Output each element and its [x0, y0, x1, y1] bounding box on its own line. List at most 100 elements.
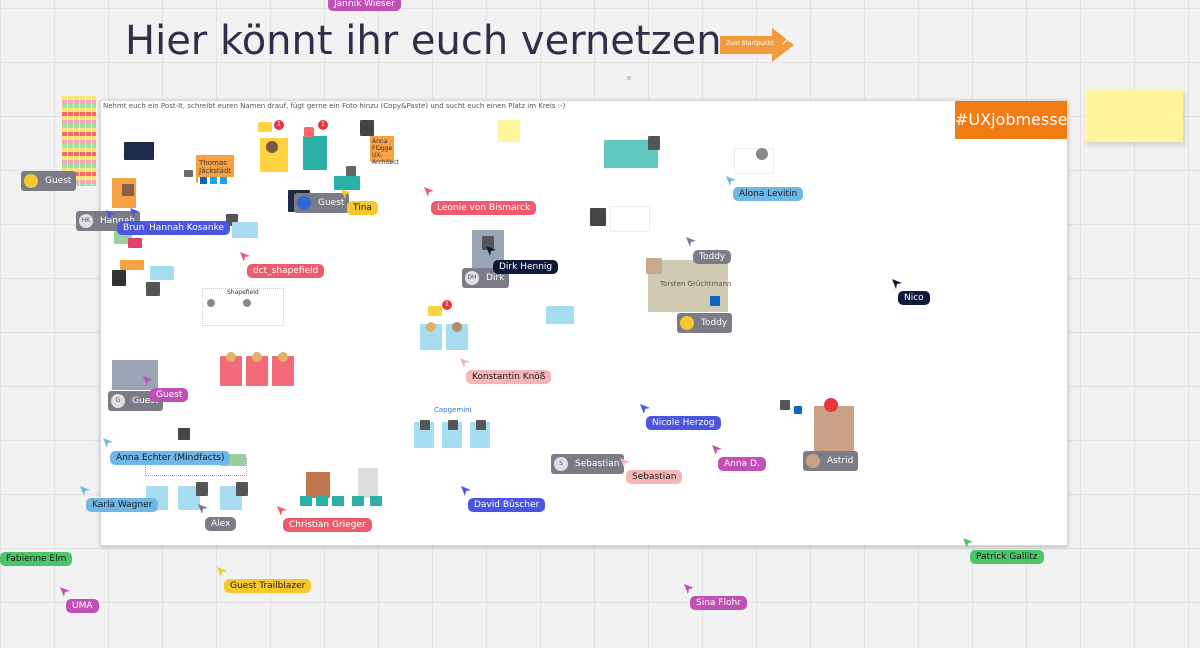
avatar-guest[interactable]: Guest: [294, 193, 350, 213]
twitter-icon[interactable]: [220, 177, 227, 184]
notification-badge: 1: [274, 120, 284, 130]
avatar-guest-g[interactable]: G Guest: [108, 391, 164, 411]
profile-photo: [278, 352, 288, 362]
profile-card[interactable]: [272, 356, 294, 386]
avatar-label: Guest: [132, 396, 159, 406]
profile-card[interactable]: [546, 306, 574, 324]
notification-badge: 1: [442, 300, 452, 310]
cursor-pointer-icon: [620, 458, 630, 468]
cursor-pointer-icon: [277, 506, 287, 516]
cursor-pointer-icon: [106, 210, 116, 220]
cursor-label: Alona Levitin: [733, 187, 804, 201]
profile-card[interactable]: [112, 360, 158, 390]
profile-card[interactable]: [178, 486, 200, 510]
cursor-pointer-icon: [424, 187, 434, 197]
profile-photo: [824, 398, 838, 412]
sticky-note[interactable]: [1085, 90, 1183, 142]
capgemini-logo: Capgemini: [434, 406, 472, 414]
profile-photo: [756, 148, 768, 160]
profile-card[interactable]: [150, 266, 174, 280]
avatar-sebastian[interactable]: S Sebastian: [551, 454, 625, 474]
profile-photo: [112, 270, 126, 286]
profile-card[interactable]: [352, 496, 364, 506]
profile-card[interactable]: [370, 496, 382, 506]
cursor-pointer-icon: [240, 252, 250, 262]
cursor-label: Anna D.: [718, 457, 766, 471]
card-title: Shapefield: [227, 289, 259, 296]
avatar-label: Toddy: [701, 318, 728, 328]
cursor-pointer-icon: [143, 376, 153, 386]
profile-photo: [346, 166, 356, 178]
profile-card[interactable]: [316, 496, 328, 506]
avatar-label: Guest: [318, 198, 345, 208]
profile-card[interactable]: [246, 356, 268, 386]
profile-photo: [226, 352, 236, 362]
avatar-toddy[interactable]: Toddy: [677, 313, 733, 333]
cursor-label: Patrick Gallitz: [970, 550, 1044, 564]
avatar-circle: [297, 196, 311, 210]
cursor-pointer-icon: [684, 584, 694, 594]
profile-card[interactable]: [734, 148, 774, 174]
hashtag-banner: #UXjobmesse: [955, 101, 1067, 139]
cursor-pointer-icon: [726, 176, 736, 186]
avatar-guest[interactable]: Guest: [21, 171, 77, 191]
shapefield-card[interactable]: Shapefield: [202, 288, 284, 326]
profile-card[interactable]: [232, 222, 258, 238]
cursor-label: Anna Echter (Mindfacts): [110, 451, 231, 465]
cursor-pointer-icon: [640, 404, 650, 414]
twitter-icon[interactable]: [210, 177, 217, 184]
profile-card[interactable]: [300, 496, 312, 506]
cursor-label: David Büscher: [468, 498, 546, 512]
profile-card[interactable]: [334, 176, 360, 190]
avatar-label: Sebastian: [575, 459, 620, 469]
profile-card[interactable]: [332, 496, 344, 506]
cursor-pointer-icon: [217, 567, 227, 577]
profile-card[interactable]: [124, 142, 154, 160]
avatar-astrid[interactable]: Astrid: [803, 451, 859, 471]
sticky-note-small[interactable]: [498, 120, 520, 142]
cursor-pointer-icon: [963, 538, 973, 548]
list-icon: [184, 170, 193, 177]
linkedin-icon[interactable]: [710, 296, 720, 306]
profile-card[interactable]: [120, 260, 144, 270]
profile-card[interactable]: [446, 324, 468, 350]
cursor-pointer-icon: [686, 237, 696, 247]
cursor-label: Konstantin Knöß: [466, 370, 552, 384]
cursor-label: Hannah Kosanke: [143, 221, 231, 235]
profile-card[interactable]: [220, 356, 242, 386]
profile-photo: [266, 141, 278, 153]
avatar-circle: [680, 316, 694, 330]
profile-photo: [482, 236, 494, 250]
comment-icon[interactable]: [258, 122, 272, 132]
linkedin-icon[interactable]: [794, 406, 802, 414]
avatar-label: Dirk: [486, 273, 505, 283]
profile-photo: [780, 400, 790, 410]
card-name: Anna Flügge UX-Architect: [372, 138, 399, 166]
profile-card[interactable]: [420, 324, 442, 350]
comment-icon[interactable]: [428, 306, 442, 316]
cursor-pointer-icon: [461, 486, 471, 496]
profile-photo: [420, 420, 430, 430]
cursor-pointer-icon: [130, 208, 140, 218]
profile-card-anna[interactable]: Anna Flügge UX-Architect: [370, 136, 399, 166]
profile-photo: [122, 184, 134, 196]
profile-card-row[interactable]: [300, 496, 390, 508]
start-point-button[interactable]: Zum Startpunkt: [720, 28, 794, 62]
profile-card[interactable]: [303, 136, 327, 170]
page-title: Hier könnt ihr euch vernetzen: [125, 18, 722, 64]
profile-card[interactable]: [610, 206, 650, 232]
cursor-pointer-icon: [892, 279, 902, 289]
profile-photo: [452, 322, 462, 332]
profile-photo: [590, 208, 606, 226]
link-icon[interactable]: [782, 32, 790, 45]
linkedin-icon[interactable]: [200, 177, 207, 184]
profile-photo: [646, 258, 662, 274]
profile-card[interactable]: [128, 238, 142, 248]
avatar-circle: [806, 454, 820, 468]
cursor-pointer-icon: [198, 504, 208, 514]
board-instructions: Nehmt euch ein Post-It, schreibt euren N…: [103, 102, 566, 110]
profile-photo: [252, 352, 262, 362]
profile-card[interactable]: [814, 406, 854, 452]
comment-icon[interactable]: [304, 127, 314, 137]
avatar-photo: [207, 299, 215, 307]
